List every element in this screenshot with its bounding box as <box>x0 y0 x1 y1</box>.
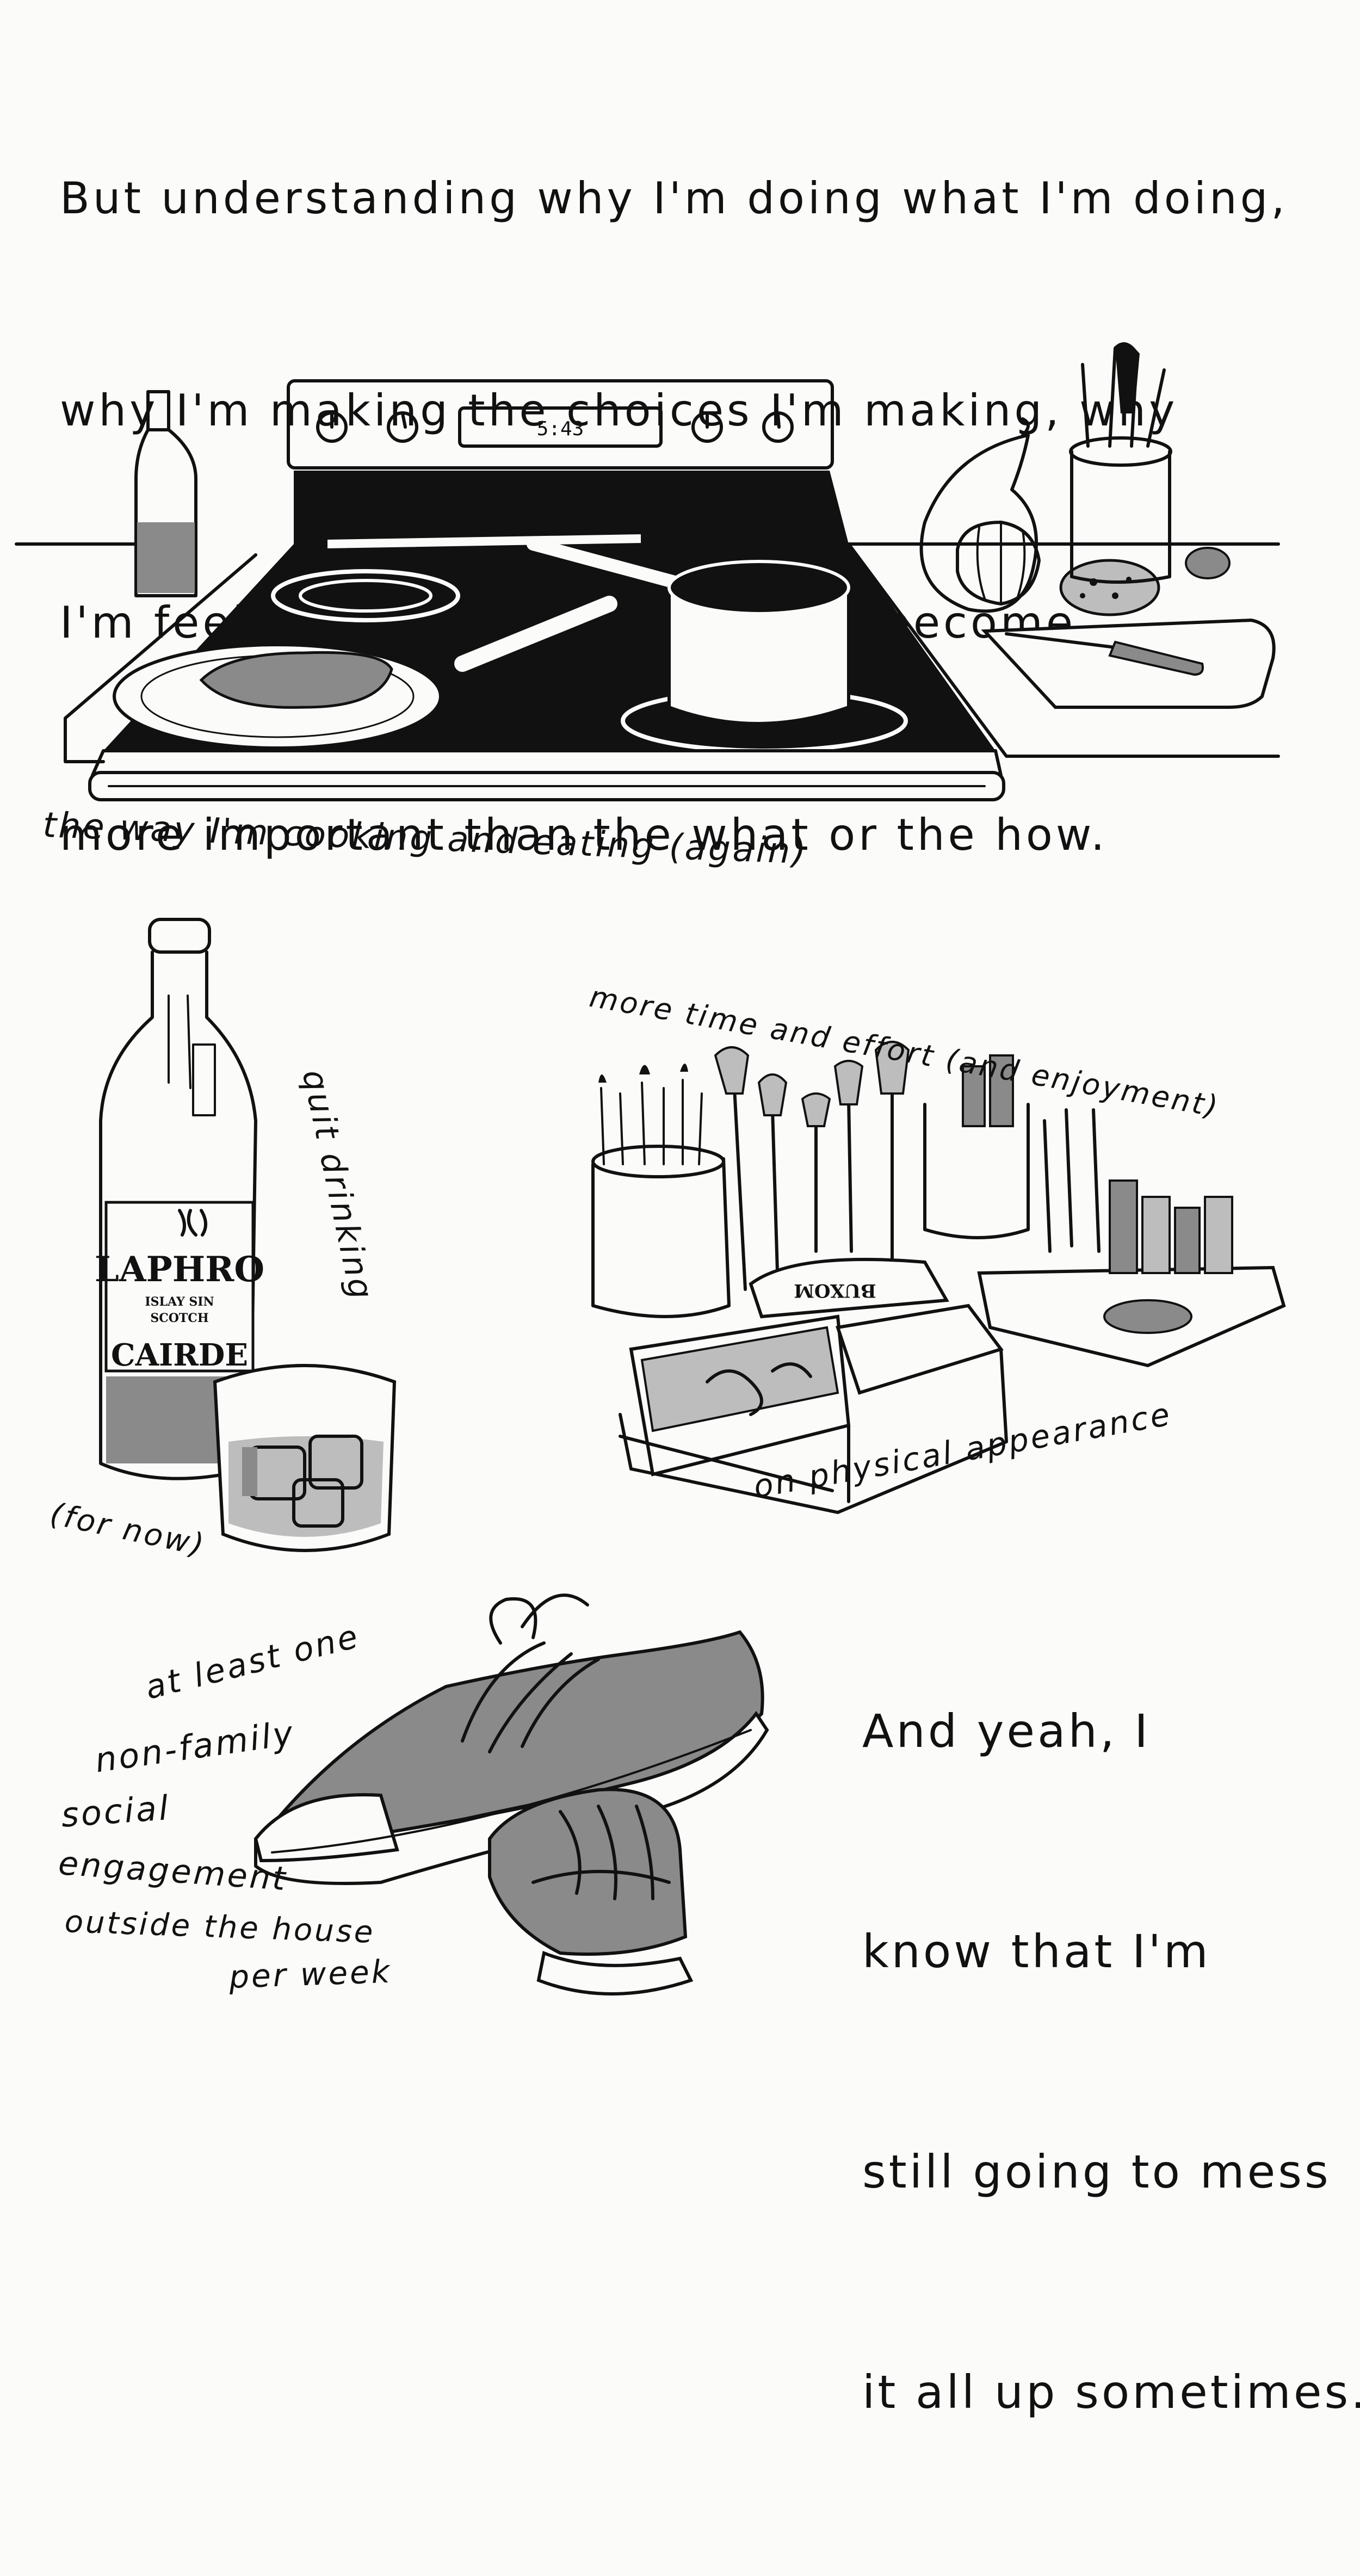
makeup-brush-icon <box>714 1041 910 1291</box>
makeup-illustration: BUXOM <box>591 1041 1286 1514</box>
sneaker-icon <box>254 1593 769 1885</box>
outro-line: it all up sometimes. <box>862 2365 1360 2419</box>
brush-cup-icon <box>591 1064 731 1318</box>
label-brand: LAPHRO <box>95 1249 264 1290</box>
intro-line: why I'm making the choices I'm making, w… <box>60 385 1178 436</box>
illustrations: 5:43 <box>15 342 1286 1996</box>
comic-page: But understanding why I'm doing what I'm… <box>15 173 1360 2419</box>
lipstick-icon <box>923 1054 1101 1253</box>
cutting-board-icon <box>981 618 1276 709</box>
intro-line: But understanding why I'm doing what I'm… <box>60 173 1288 224</box>
glass-icon <box>213 1364 397 1552</box>
bottle-icon <box>134 390 197 597</box>
caption-social-line: per week <box>228 1953 393 1996</box>
utensil-crock-icon <box>1069 342 1172 584</box>
pot-icon <box>667 560 850 725</box>
outro-text: And yeah, I know that I'm still going to… <box>862 1548 1360 2576</box>
whisky-illustration: LAPHRO ISLAY SIN SCOTCH CAIRDE <box>95 918 397 1552</box>
outro-line: know that I'm <box>862 1925 1211 1978</box>
palette-icon <box>619 1258 1008 1514</box>
label-line3: CAIRDE <box>111 1337 248 1373</box>
oven-clock: 5:43 <box>537 418 584 440</box>
outro-line: still going to mess <box>862 2145 1331 2198</box>
sneaker-icon <box>488 1788 694 1996</box>
plate-icon <box>113 643 442 750</box>
stove-illustration: 5:43 <box>15 342 1280 801</box>
sneakers-illustration <box>254 1593 769 1996</box>
label-line2: SCOTCH <box>150 1311 208 1325</box>
label-line1: ISLAY SIN <box>145 1295 214 1309</box>
makeup-tray-icon <box>977 1179 1286 1368</box>
vegetables-icon <box>919 417 1231 616</box>
caption-social-line: social <box>60 1787 172 1835</box>
intro-line: more important than the what or the how. <box>60 810 1108 860</box>
stove-knob-icon <box>316 411 794 443</box>
tin-label: BUXOM <box>794 1280 876 1301</box>
oven-clock-display <box>458 406 663 448</box>
outro-line: And yeah, I <box>862 1704 1151 1758</box>
